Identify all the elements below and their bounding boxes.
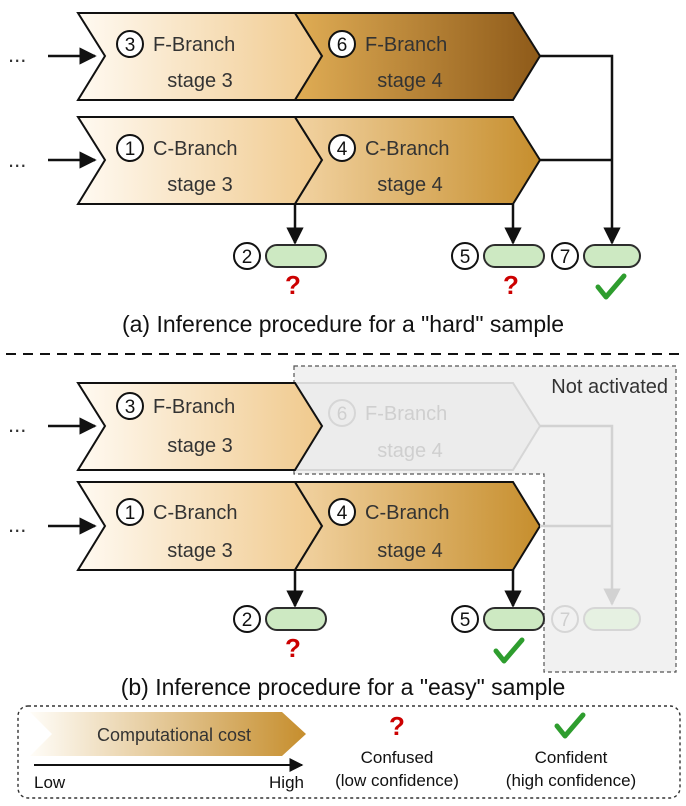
step-circle [551, 242, 579, 270]
branch-name: C-Branch [153, 138, 237, 160]
step-number: 6 [337, 404, 348, 425]
caption-a: (a) Inference procedure for a "hard" sam… [122, 311, 564, 337]
step-number: 1 [125, 139, 136, 160]
legend-box [17, 705, 681, 799]
output-pill [265, 607, 327, 631]
branch-name: F-Branch [153, 34, 235, 56]
confused-legend-title: Confused [361, 748, 434, 767]
f-branch-stage3-block: 3 F-Branch stage 3 [76, 382, 324, 471]
branch-name: F-Branch [153, 396, 235, 418]
caption-b: (b) Inference procedure for a "easy" sam… [121, 674, 566, 700]
inactive-f-arrow [540, 424, 621, 606]
stage-label: stage 4 [377, 540, 443, 562]
step-number: 2 [242, 610, 253, 631]
stage-label: stage 4 [377, 70, 443, 92]
leading-dots-c: ... [8, 147, 26, 172]
step-circle [451, 605, 479, 633]
legend: Computational cost Low High ? Confused (… [17, 705, 681, 799]
c-branch-stage4-block: 4 C-Branch stage 4 [293, 116, 542, 205]
confused-legend-desc: (low confidence) [335, 771, 459, 790]
step-circle [233, 242, 261, 270]
output-pill [483, 607, 545, 631]
confused-mark: ? [285, 270, 301, 300]
leading-dots-c: ... [8, 512, 26, 537]
cost-label: Computational cost [97, 725, 251, 745]
step-number: 3 [125, 35, 136, 56]
check-icon [554, 712, 586, 739]
step-circle [451, 242, 479, 270]
confident-legend-title: Confident [535, 748, 608, 767]
output-pill [583, 244, 641, 268]
stage-label: stage 3 [167, 174, 233, 196]
f-branch-stage3-block: 3 F-Branch stage 3 [76, 12, 324, 101]
step-circle [328, 498, 356, 526]
step-circle [551, 605, 579, 633]
cost-low-label: Low [34, 773, 66, 792]
c-branch-stage3-block: 1 C-Branch stage 3 [76, 481, 324, 571]
f-stage4-chevron [293, 12, 542, 101]
branch-name: F-Branch [365, 403, 447, 425]
branch-name: F-Branch [365, 34, 447, 56]
step-number: 1 [125, 503, 136, 524]
output-pill [583, 607, 641, 631]
step-number: 2 [242, 247, 253, 268]
cost-high-label: High [269, 773, 304, 792]
confident-legend-desc: (high confidence) [506, 771, 636, 790]
check-icon [493, 637, 525, 664]
step-number: 5 [460, 610, 471, 631]
stage-label: stage 3 [167, 435, 233, 457]
confused-mark: ? [285, 633, 301, 663]
f-branch-stage4-block: 6 F-Branch stage 4 [293, 12, 542, 101]
output-5: 5 [451, 605, 545, 664]
step-number: 4 [337, 139, 348, 160]
step-circle [233, 605, 261, 633]
confused-mark: ? [503, 270, 519, 300]
output-2: 2 ? [233, 242, 327, 300]
panel-a: ... ... 3 F-Branch stage 3 6 F-Branch st… [8, 12, 641, 337]
confused-legend-mark: ? [389, 711, 405, 741]
output-pill [483, 244, 545, 268]
panel-b: Not activated ... ... 6 F-Branch stage 4… [8, 365, 677, 700]
step-circle [328, 134, 356, 162]
stage-label: stage 3 [167, 70, 233, 92]
stage-label: stage 3 [167, 540, 233, 562]
check-icon [595, 273, 627, 300]
branch-name: C-Branch [153, 502, 237, 524]
step-circle [116, 392, 144, 420]
leading-dots-f: ... [8, 42, 26, 67]
output-7-inactive: 7 [551, 605, 641, 633]
output-5: 5 ? [451, 242, 545, 300]
f-branch-stage4-block-inactive: 6 F-Branch stage 4 [293, 382, 542, 471]
step-number: 3 [125, 397, 136, 418]
leading-dots-f: ... [8, 412, 26, 437]
step-number: 5 [460, 247, 471, 268]
output-pill [265, 244, 327, 268]
f-to-output7-arrow [540, 54, 621, 245]
step-number: 4 [337, 503, 348, 524]
not-activated-label: Not activated [551, 376, 668, 398]
step-circle [116, 498, 144, 526]
branch-name: C-Branch [365, 138, 449, 160]
stage-label: stage 4 [377, 174, 443, 196]
c-branch-stage3-block: 1 C-Branch stage 3 [76, 116, 324, 205]
cost-gradient-chevron [30, 712, 306, 756]
step-circle [116, 134, 144, 162]
branch-name: C-Branch [365, 502, 449, 524]
step-number: 7 [560, 610, 571, 631]
stage-label: stage 4 [377, 440, 443, 462]
step-circle [116, 30, 144, 58]
output-2: 2 ? [233, 605, 327, 663]
step-number: 6 [337, 35, 348, 56]
step-circle [328, 30, 356, 58]
output-7: 7 [551, 242, 641, 300]
step-circle [328, 399, 356, 427]
step-number: 7 [560, 247, 571, 268]
c-branch-stage4-block: 4 C-Branch stage 4 [293, 481, 542, 571]
